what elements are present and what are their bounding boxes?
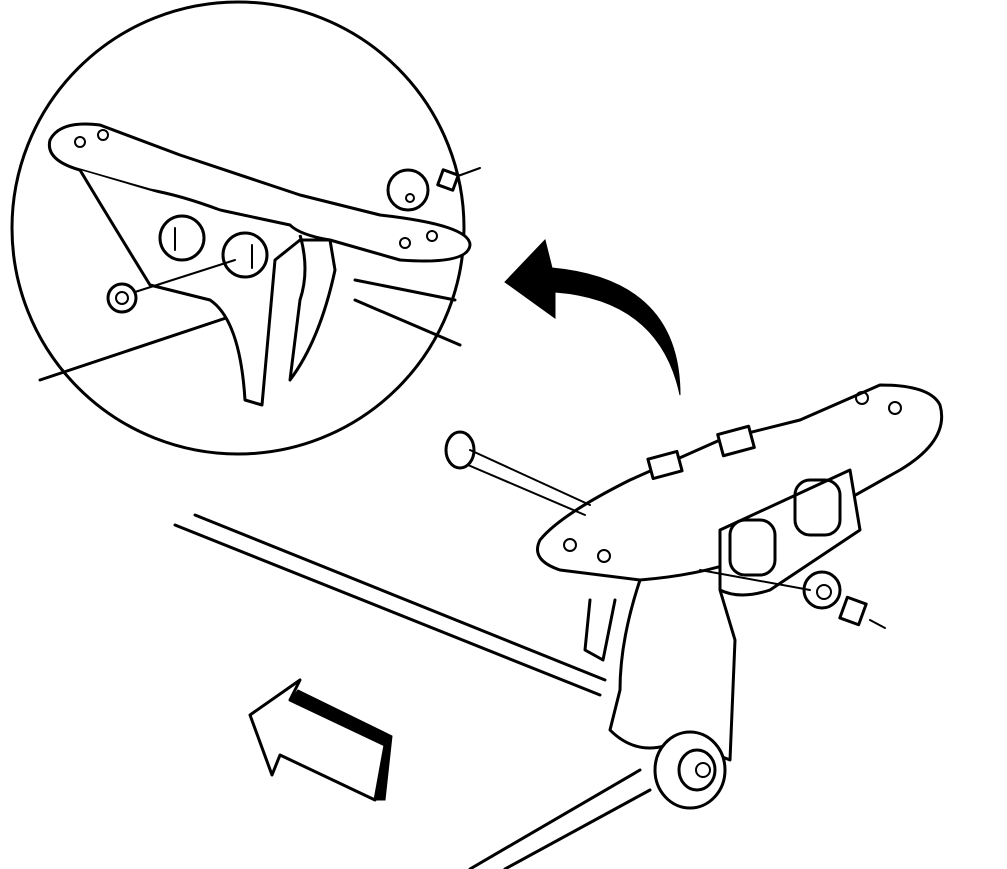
detail-inset xyxy=(10,0,481,456)
spring-bracket xyxy=(444,383,944,810)
curved-arrow xyxy=(504,238,681,396)
frame-rails xyxy=(173,513,652,869)
direction-arrow xyxy=(248,678,393,802)
